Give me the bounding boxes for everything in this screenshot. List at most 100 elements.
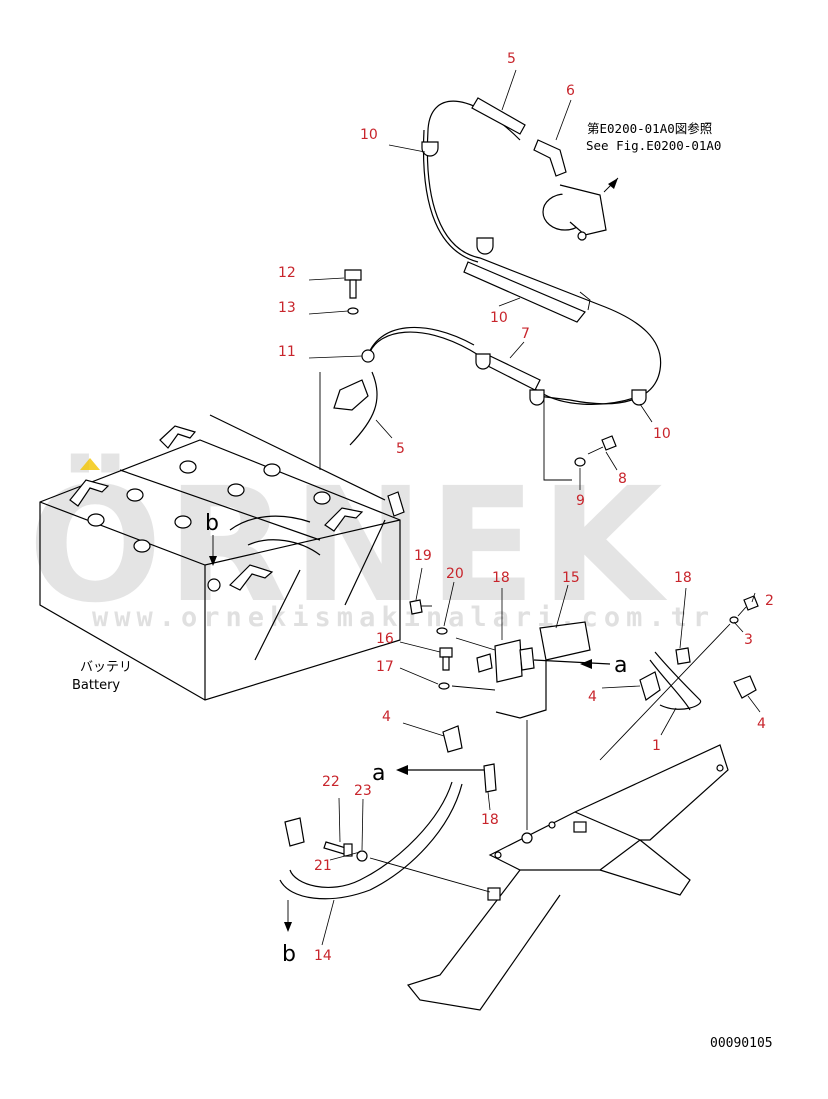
- battery-cap: [133, 539, 151, 553]
- callout-18: 18: [492, 570, 510, 586]
- bolt-12-shank: [349, 279, 357, 299]
- corrugated-tube-5: [471, 97, 526, 135]
- terminal-boot-6: [533, 139, 567, 177]
- battery-group: [39, 414, 405, 701]
- ref-mark-b-top: b: [205, 511, 219, 536]
- upper-harness-wire: [426, 100, 662, 405]
- bolt-16-shank: [442, 656, 450, 671]
- cable-1-b: [649, 659, 691, 711]
- callout-leader-line: [660, 707, 677, 736]
- callout-2: 2: [765, 593, 774, 609]
- callout-7: 7: [521, 326, 530, 342]
- bolt-8-shank: [587, 446, 604, 455]
- callout-leader-line: [443, 581, 455, 627]
- middle-harness-wire: [369, 331, 641, 405]
- ref-a-arrow-icon: [580, 659, 592, 669]
- ref-a-line: [533, 659, 611, 665]
- assembly-line-21: [369, 857, 491, 893]
- callout-leader-line: [375, 419, 393, 439]
- callout-leader-line: [402, 722, 445, 737]
- cable-14-b: [279, 783, 463, 900]
- cable-14: [289, 781, 453, 888]
- protector-bracket: [579, 291, 591, 311]
- callout-22: 22: [322, 774, 340, 790]
- callout-8: 8: [618, 471, 627, 487]
- callout-leader-line: [361, 798, 364, 851]
- bolt-19-head: [409, 599, 423, 615]
- drawing-number: 00090105: [710, 1036, 773, 1051]
- battery-terminal: [207, 578, 221, 592]
- protector-10: [463, 261, 586, 323]
- battery-cap: [87, 513, 105, 527]
- watermark-url: www.ornekismakinalari.com.tr: [92, 602, 715, 633]
- battery-handle: [159, 425, 197, 449]
- battery-cap: [174, 515, 192, 529]
- assembly-line-17: [451, 685, 496, 691]
- battery-cable-link-2: [247, 539, 321, 556]
- frame-bolt-hole: [521, 832, 533, 844]
- callout-16: 16: [376, 631, 394, 647]
- battery-handle: [69, 479, 110, 507]
- lower-cable-group: [279, 725, 497, 932]
- battery-cap: [126, 488, 144, 502]
- battery-rod-top: [387, 491, 405, 517]
- callout-leader-line: [555, 584, 569, 629]
- bolt-2-shank: [737, 606, 747, 617]
- callout-leader-line: [601, 685, 641, 689]
- relay-terminal: [519, 647, 535, 671]
- callout-3: 3: [744, 632, 753, 648]
- battery-label-jp: バッテリ: [80, 660, 132, 675]
- callout-13: 13: [278, 300, 296, 316]
- callout-20: 20: [446, 566, 464, 582]
- clamp-10-c: [631, 389, 647, 406]
- battery-handle: [324, 507, 364, 532]
- battery-ground-cable: [254, 569, 301, 661]
- clamp-10-a: [475, 353, 491, 370]
- frame-arm: [574, 744, 729, 841]
- battery-label-en: Battery: [72, 678, 120, 693]
- fuse-18-lower: [483, 763, 497, 793]
- callout-19: 19: [414, 548, 432, 564]
- callout-leader-line: [639, 403, 653, 423]
- callout-5: 5: [507, 51, 516, 67]
- assembly-line-2: [599, 623, 731, 761]
- battery-cable-5: [349, 371, 378, 446]
- callout-leader-line: [751, 592, 756, 603]
- callout-leader-line: [679, 587, 687, 649]
- callout-5: 5: [396, 441, 405, 457]
- relay-stud: [577, 231, 587, 241]
- terminal-boot-14: [284, 817, 305, 847]
- callout-leader-line: [498, 297, 521, 307]
- bolt-2-head: [743, 595, 759, 611]
- callout-1: 1: [652, 738, 661, 754]
- clamp-10-b: [529, 389, 545, 406]
- starter-relay-body: [559, 184, 607, 236]
- bolt-12-head: [344, 269, 362, 281]
- callout-leader-line: [308, 355, 363, 359]
- ref-b-lower-arrow-icon: [284, 922, 292, 932]
- battery-relay-18: [494, 639, 523, 683]
- ref-a-lower-arrow-icon: [396, 765, 408, 775]
- terminal-boot-4-lower: [442, 725, 463, 753]
- callout-11: 11: [278, 344, 296, 360]
- callout-leader-line: [487, 791, 491, 811]
- middle-harness-group: [319, 269, 647, 481]
- ref-mark-b-lower: b: [282, 942, 296, 967]
- terminal-boot-4: [733, 675, 757, 699]
- battery-rod: [344, 519, 386, 606]
- frame-clamp: [487, 887, 501, 901]
- frame-leg: [406, 869, 561, 1011]
- frame-bolt-hole: [716, 764, 724, 772]
- washer-17: [438, 682, 450, 690]
- terminal-boot-battery: [333, 379, 369, 411]
- callout-12: 12: [278, 265, 296, 281]
- cable-1: [654, 651, 702, 710]
- frame-bolt-hole: [548, 821, 556, 829]
- upper-harness-group: [421, 97, 662, 405]
- callout-10: 10: [653, 426, 671, 442]
- middle-harness-wire-2: [366, 326, 475, 359]
- bracket-15-leg: [495, 660, 547, 719]
- terminal-boot-4: [639, 671, 661, 701]
